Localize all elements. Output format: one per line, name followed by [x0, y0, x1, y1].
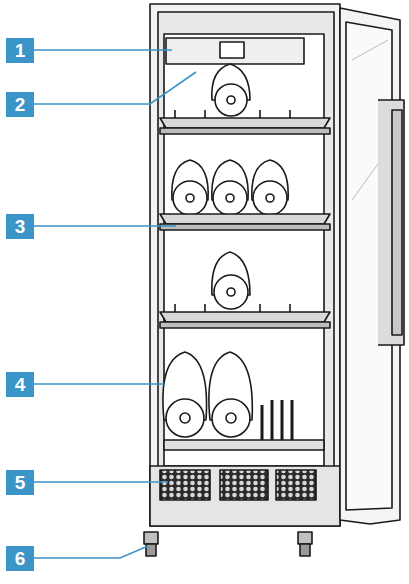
callout-number: 3 [6, 214, 34, 239]
callout-number: 5 [6, 470, 34, 495]
callout-number: 1 [6, 38, 34, 63]
callout-number: 4 [6, 372, 34, 397]
callout-number: 6 [6, 546, 34, 571]
callout-number: 2 [6, 92, 34, 117]
